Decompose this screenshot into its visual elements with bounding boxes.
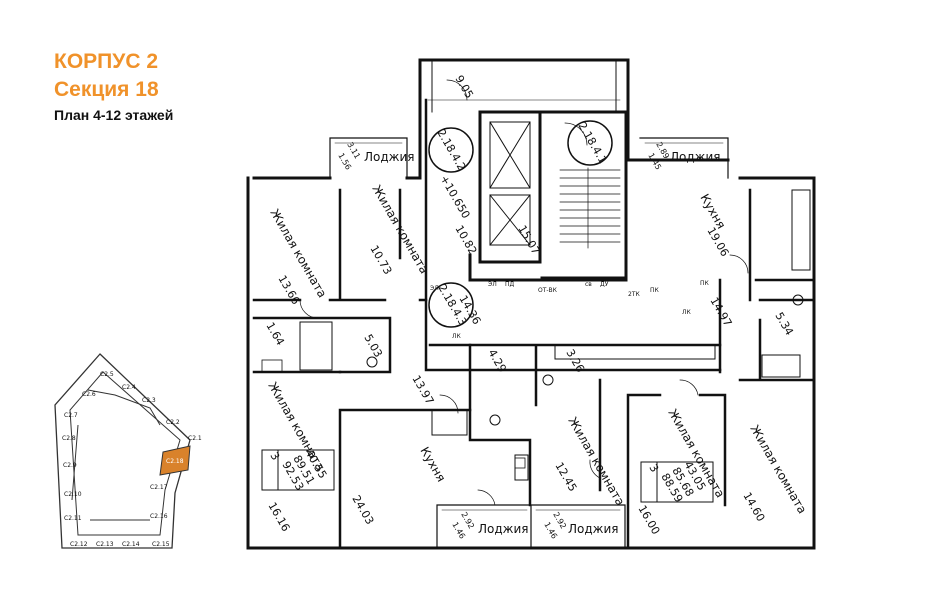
- code-2182: 2.18.4.2: [434, 127, 468, 173]
- room-loggia-1: Лоджия: [364, 150, 415, 164]
- area-1082: 10.82: [452, 223, 479, 257]
- ks-1: С2.1: [188, 435, 202, 442]
- ks-2: С2.2: [166, 419, 180, 426]
- area-164: 1.64: [263, 320, 287, 348]
- ks-9: С2.9: [63, 462, 77, 469]
- ks-18: С2.18: [166, 458, 184, 465]
- area-156: 1.56: [336, 152, 353, 172]
- lbl-lk1: ЛК: [452, 333, 462, 340]
- ks-15: С2.15: [152, 541, 170, 548]
- ks-13: С2.13: [96, 541, 114, 548]
- ks-7: С2.7: [64, 412, 78, 419]
- plan-title: План 4-12 этажей: [54, 107, 174, 123]
- lbl-pk2: ПК: [650, 287, 660, 294]
- room-kitchen-1: Кухня: [697, 192, 728, 232]
- room-living-1: Жилая комната: [267, 207, 329, 301]
- ks-14: С2.14: [122, 541, 140, 548]
- room-living-4: Жилая комната: [565, 415, 627, 509]
- title-block: КОРПУС 2 Секция 18 План 4-12 этажей: [54, 48, 173, 126]
- room-loggia-4: Лоджия: [568, 522, 619, 536]
- ks-3: С2.3: [142, 397, 156, 404]
- area-1906: 19.06: [704, 225, 731, 259]
- area-503: 5.03: [361, 332, 385, 360]
- area-1073: 10.73: [367, 243, 394, 277]
- lbl-otvk: ОТ-ВК: [538, 287, 558, 294]
- lbl-st: ЭЛ: [430, 285, 439, 292]
- key-plan-active-section: [159, 445, 191, 476]
- area-1460: 14.60: [740, 490, 767, 524]
- elevation-mark: +10.650: [437, 173, 472, 221]
- unit-markers: [428, 120, 613, 328]
- tech-labels: ПД ОТ-ВК св ДУ 2ТК ЭЛ ЛК ЛК ПК ПК ЭЛ: [430, 280, 710, 340]
- section-title: Секция 18: [54, 78, 159, 101]
- room-loggia-3: Лоджия: [478, 522, 529, 536]
- area-534: 5.34: [772, 310, 796, 338]
- lbl-2tk: 2ТК: [628, 291, 640, 298]
- summary-boxes: [261, 449, 714, 503]
- walls: [246, 58, 816, 550]
- key-plan-labels: С2.1 С2.2 С2.3 С2.4 С2.5 С2.6 С2.7 С2.8 …: [62, 371, 202, 548]
- ks-17: С2.17: [150, 484, 168, 491]
- ks-16: С2.16: [150, 513, 168, 520]
- lbl-zl: ЭЛ: [488, 281, 497, 288]
- lbl-pd: ПД: [505, 281, 515, 288]
- area-1366: 13.66: [275, 273, 302, 307]
- room-loggia-2: Лоджия: [670, 150, 721, 164]
- building-title: КОРПУС 2: [54, 50, 158, 73]
- ks-12: С2.12: [70, 541, 88, 548]
- ks-8: С2.8: [62, 435, 76, 442]
- area-1397: 13.97: [409, 373, 436, 407]
- area-1507: 15.07: [515, 223, 542, 257]
- ks-10: С2.10: [64, 491, 82, 498]
- lbl-lk2: ЛК: [682, 309, 692, 316]
- area-1616: 16.16: [265, 500, 292, 534]
- lbl-sv: св: [585, 281, 592, 288]
- lbl-du: ДУ: [600, 281, 609, 288]
- ks-4: С2.4: [122, 384, 136, 391]
- area-905: 9.05: [452, 73, 476, 101]
- area-2403: 24.03: [349, 493, 376, 527]
- room-labels: Жилая комната Жилая комната Жилая комнат…: [265, 150, 809, 536]
- room-kitchen-2: Кухня: [417, 445, 448, 485]
- ks-11: С2.11: [64, 515, 82, 522]
- key-plan: [54, 353, 191, 549]
- area-1245: 12.45: [552, 460, 579, 494]
- lbl-pk1: ПК: [700, 280, 710, 287]
- ks-5: С2.5: [100, 371, 114, 378]
- area-1497: 14.97: [707, 295, 734, 329]
- ks-6: С2.6: [82, 391, 96, 398]
- area-1600: 16.00: [635, 503, 662, 537]
